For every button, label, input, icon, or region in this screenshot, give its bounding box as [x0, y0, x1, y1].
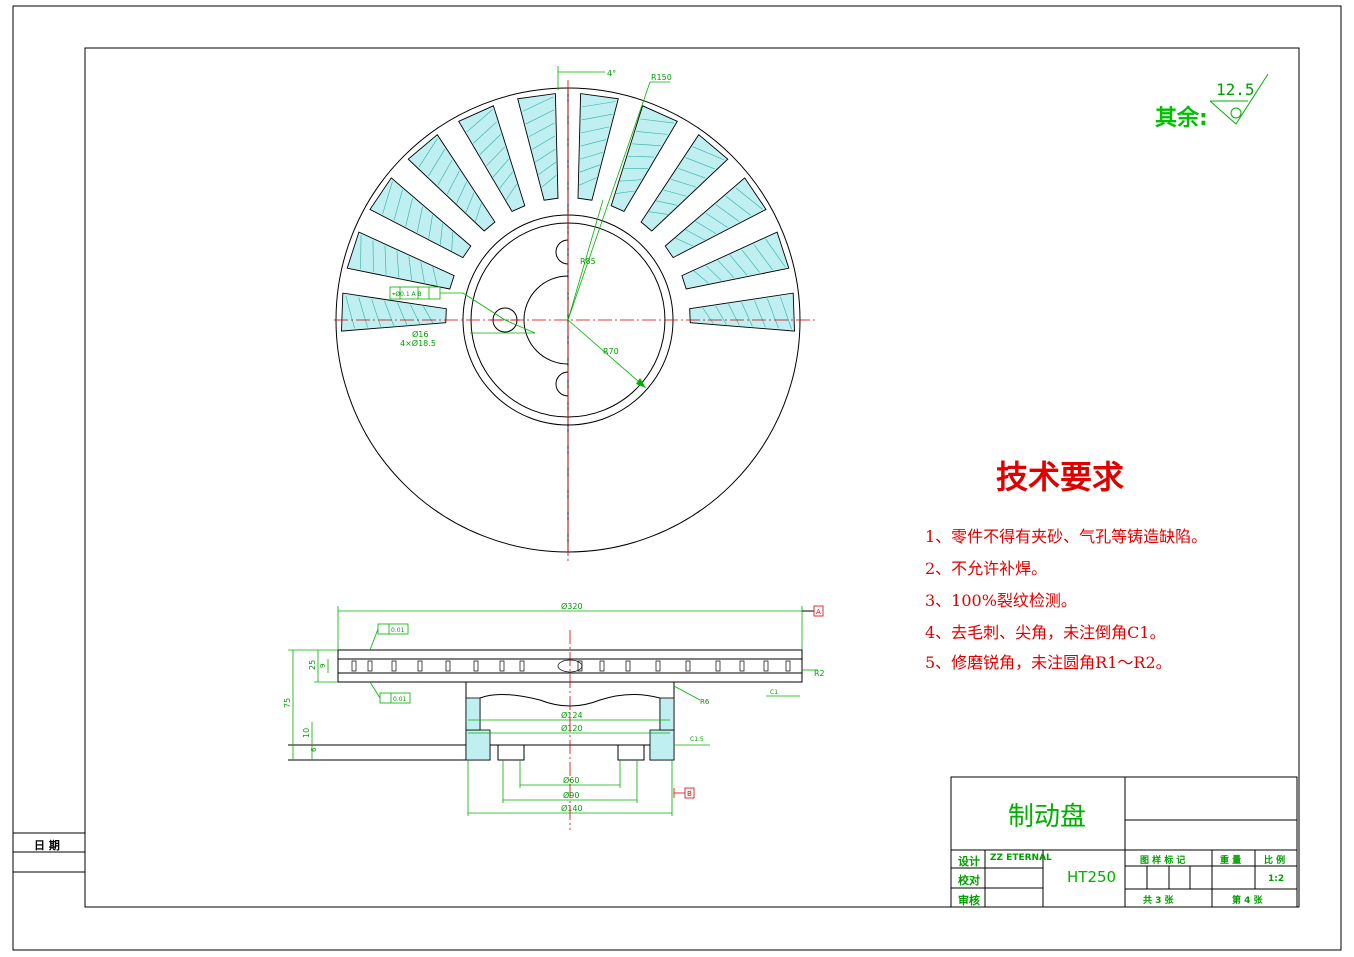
radius-mid-dim: R85: [580, 257, 596, 266]
review-label: 审核: [958, 894, 980, 907]
tech-req-item: 1、零件不得有夹砂、气孔等铸造缺陷。: [925, 527, 1208, 546]
surface-finish-value: 12.5: [1216, 80, 1255, 99]
svg-text:A: A: [816, 608, 821, 616]
date-strip: [12, 832, 86, 873]
section-rib: [599, 660, 605, 672]
part-name: 制动盘: [1008, 802, 1087, 832]
h-6-dim: 6: [310, 747, 318, 752]
date-label: 日 期: [34, 839, 60, 852]
r6-dim: R6: [700, 698, 710, 706]
hole-pattern-dim: 4×Ø18.5: [400, 338, 436, 348]
angle-dim: 4°: [607, 69, 616, 78]
section-rib: [519, 660, 525, 672]
cooling-vanes: [341, 93, 795, 332]
front-view: 4° R150 R85 R70 Ø16 4×Ø18.5 ⌖Ø0.1 A B: [334, 60, 818, 580]
c1-5-dim: C1.5: [690, 736, 704, 743]
hole-dia-dim: Ø16: [412, 329, 428, 339]
inner-frame: [84, 47, 1300, 908]
tech-req-item: 5、修磨锐角，未注圆角R1～R2。: [925, 653, 1172, 672]
cooling-vane: [577, 93, 619, 201]
flatness-top: 0.01: [369, 623, 409, 651]
design-label: 设计: [958, 855, 980, 868]
check-label: 校对: [958, 874, 980, 887]
dia-124-dim: Ø124: [561, 710, 583, 720]
section-rib: [763, 660, 769, 672]
roughness-symbol: [1209, 73, 1269, 125]
datum-b: B: [673, 787, 695, 799]
h-75-dim: 75: [283, 698, 292, 708]
tech-req-title: 技术要求: [996, 458, 1125, 496]
tech-req-item: 3、100%裂纹检测。: [925, 591, 1077, 610]
radius-hub-dim: R70: [603, 347, 619, 356]
weight-label: 重 量: [1220, 856, 1242, 866]
cooling-vane: [640, 134, 729, 232]
section-rib: [499, 660, 505, 672]
h-25-dim: 25: [308, 660, 317, 670]
designer-name: ZZ ETERNAL: [990, 853, 1052, 863]
cooling-vane: [346, 231, 455, 290]
tech-req-item: 4、去毛刺、尖角，未注倒角C1。: [925, 623, 1166, 642]
section-rib: [417, 660, 423, 672]
cooling-vane: [517, 93, 559, 201]
sheet-number: 第 4 张: [1232, 896, 1263, 906]
h-9-dim: 9: [319, 664, 327, 668]
section-rib: [685, 660, 691, 672]
scale-value: 1:2: [1268, 874, 1285, 884]
outer-frame: [12, 5, 1342, 951]
section-rib: [739, 660, 745, 672]
r2-dim: R2: [814, 669, 825, 678]
datum-a: A: [802, 605, 824, 617]
section-rib: [785, 660, 791, 672]
svg-text:B: B: [687, 790, 692, 798]
svg-text:⌖Ø0.1 A B: ⌖Ø0.1 A B: [392, 291, 422, 298]
c1-dim: C1: [770, 689, 778, 696]
svg-text:0.01: 0.01: [391, 627, 405, 634]
surface-finish-label: 其余:: [1155, 106, 1208, 131]
flatness-bottom: 0.01: [369, 681, 411, 704]
svg-text:0.01: 0.01: [393, 696, 407, 703]
material: HT250: [1067, 868, 1117, 886]
section-view: Ø320 Ø124 Ø120 Ø60 Ø90 Ø140 75 25 9 10 6: [283, 601, 825, 830]
section-rib: [351, 660, 357, 672]
section-rib: [715, 660, 721, 672]
dia-90-dim: Ø90: [563, 790, 579, 800]
marking-label: 图 样 标 记: [1140, 856, 1186, 866]
dia-140-dim: Ø140: [561, 803, 583, 813]
cooling-vane: [610, 105, 678, 212]
radius-outer-dim: R150: [651, 73, 672, 82]
tech-req-item: 2、不允许补焊。: [925, 559, 1048, 578]
title-block: [950, 776, 1298, 908]
section-rib: [391, 660, 397, 672]
section-rib: [367, 660, 373, 672]
section-rib: [655, 660, 661, 672]
section-rib: [473, 660, 479, 672]
dia-120-dim: Ø120: [561, 723, 583, 733]
cooling-vane: [407, 134, 496, 232]
h-10-dim: 10: [302, 728, 311, 738]
position-tolerance-frame: ⌖Ø0.1 A B: [389, 286, 506, 321]
cooling-vane: [689, 292, 795, 332]
cooling-vane: [341, 292, 447, 332]
section-ribs: [351, 659, 791, 673]
total-sheets: 共 3 张: [1143, 896, 1174, 906]
cooling-vane: [681, 231, 790, 290]
section-rib: [625, 660, 631, 672]
dia-outer-dim: Ø320: [561, 601, 583, 611]
scale-label: 比 例: [1264, 856, 1286, 866]
dia-60-dim: Ø60: [563, 775, 579, 785]
cooling-vane: [664, 177, 767, 259]
cooling-vane: [458, 105, 526, 212]
section-rib: [445, 660, 451, 672]
